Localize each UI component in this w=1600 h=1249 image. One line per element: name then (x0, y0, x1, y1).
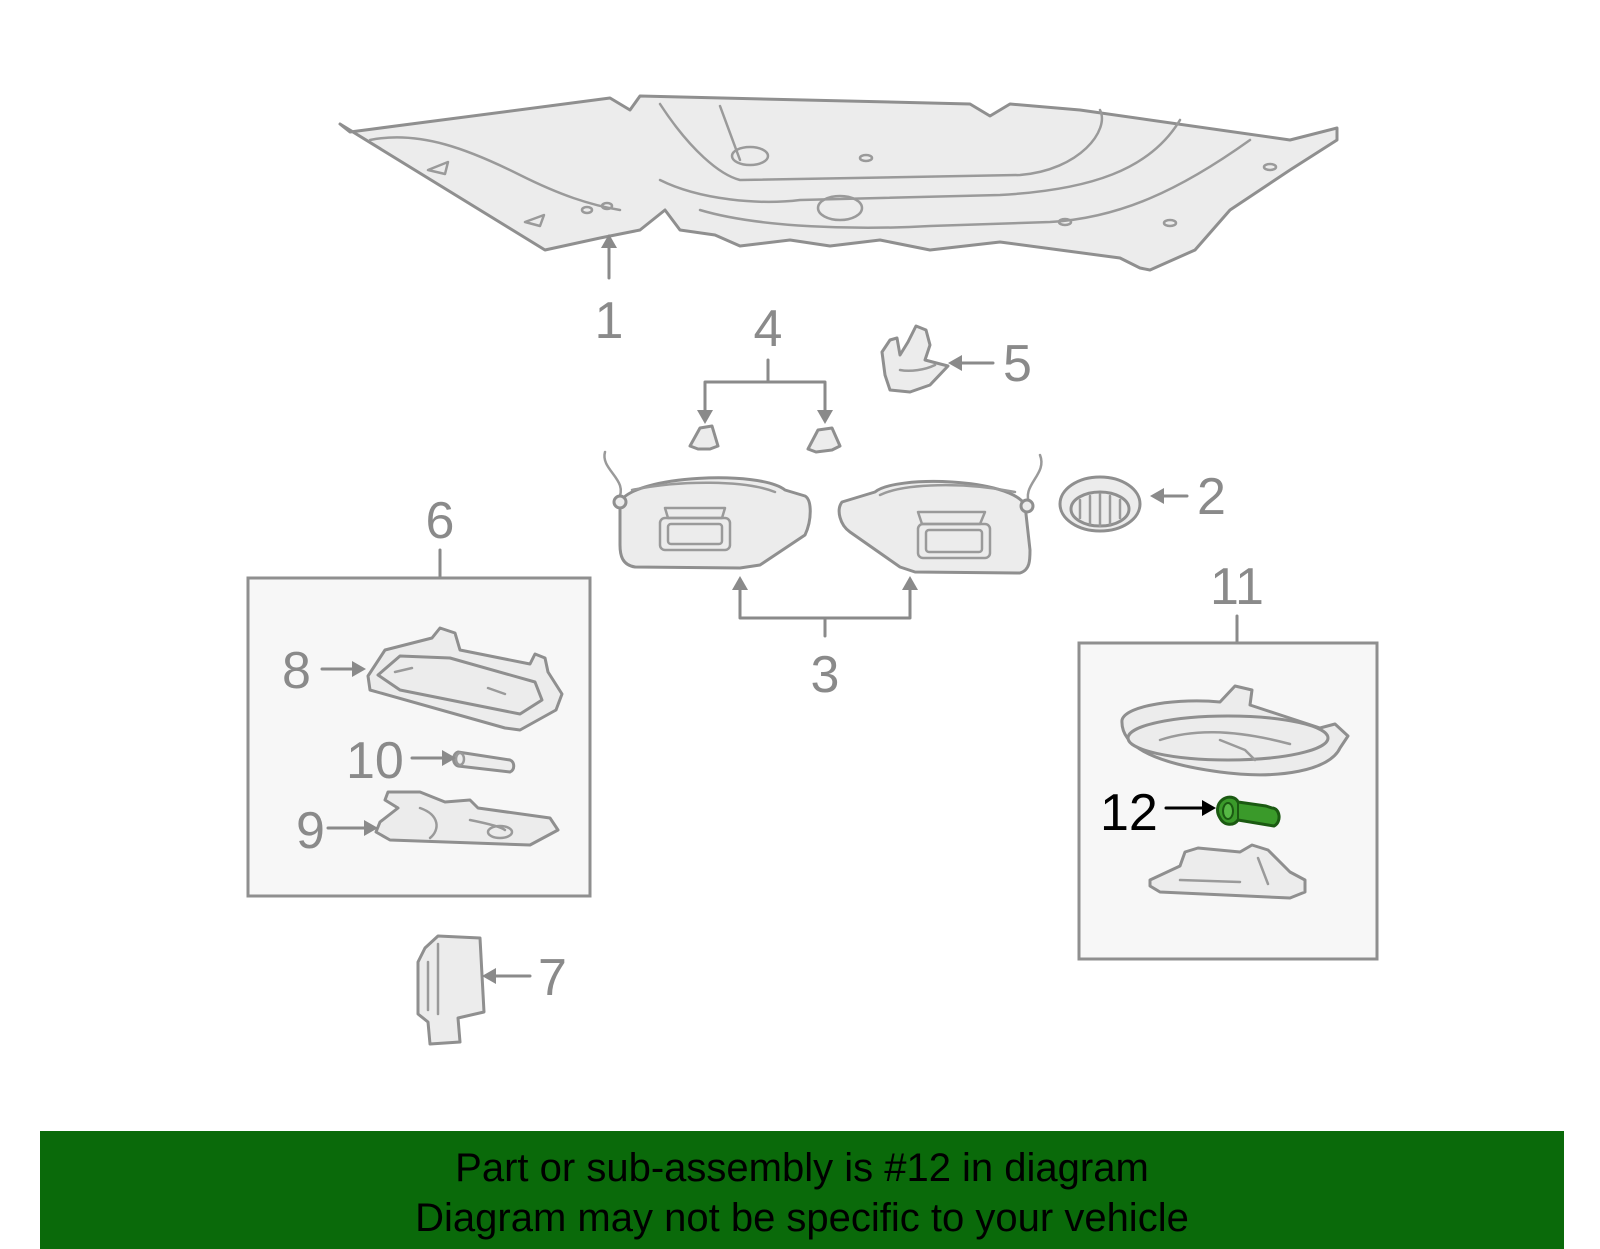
part-2-grommet[interactable] (1058, 475, 1142, 533)
callout-11[interactable]: 11 (1210, 558, 1264, 616)
callout-2[interactable]: 2 (1197, 468, 1226, 526)
part-8-lamp-housing[interactable] (366, 626, 564, 732)
leader-4 (697, 358, 833, 424)
part-10-bulb[interactable] (452, 750, 516, 774)
callout-4[interactable]: 4 (754, 300, 783, 358)
leader-5 (948, 355, 995, 371)
leader-9 (326, 820, 378, 836)
part-4-clips[interactable] (688, 424, 842, 454)
leader-2 (1150, 488, 1189, 504)
part-5-retainer[interactable] (880, 324, 950, 394)
part-1-headliner[interactable] (338, 94, 1339, 272)
info-banner: Part or sub-assembly is #12 in diagram D… (40, 1131, 1564, 1249)
callout-10[interactable]: 10 (346, 732, 404, 790)
leader-7 (482, 968, 532, 984)
part-11-lamp-lens[interactable] (1148, 843, 1307, 900)
leader-1 (601, 234, 617, 280)
callout-3[interactable]: 3 (811, 646, 840, 704)
part-11-dome-lamp-bezel[interactable] (1120, 684, 1350, 777)
callout-8[interactable]: 8 (282, 642, 311, 700)
leader-3 (732, 576, 918, 638)
banner-line-1: Part or sub-assembly is #12 in diagram (455, 1146, 1149, 1190)
callout-9[interactable]: 9 (296, 802, 325, 860)
leader-10 (410, 750, 456, 766)
callout-6[interactable]: 6 (426, 492, 455, 550)
part-7-module[interactable] (416, 934, 486, 1046)
part-12-bulb-highlighted[interactable] (1216, 795, 1281, 828)
part-3-sun-visor-left[interactable] (603, 450, 812, 570)
banner-line-2: Diagram may not be specific to your vehi… (415, 1196, 1189, 1240)
callout-5[interactable]: 5 (1003, 335, 1032, 393)
part-3-sun-visor-right[interactable] (837, 453, 1043, 575)
callout-1[interactable]: 1 (595, 292, 624, 350)
leader-12 (1164, 800, 1216, 816)
leader-8 (320, 661, 366, 677)
callout-12[interactable]: 12 (1100, 784, 1158, 842)
callout-7[interactable]: 7 (538, 949, 567, 1007)
part-9-lens[interactable] (374, 790, 560, 847)
